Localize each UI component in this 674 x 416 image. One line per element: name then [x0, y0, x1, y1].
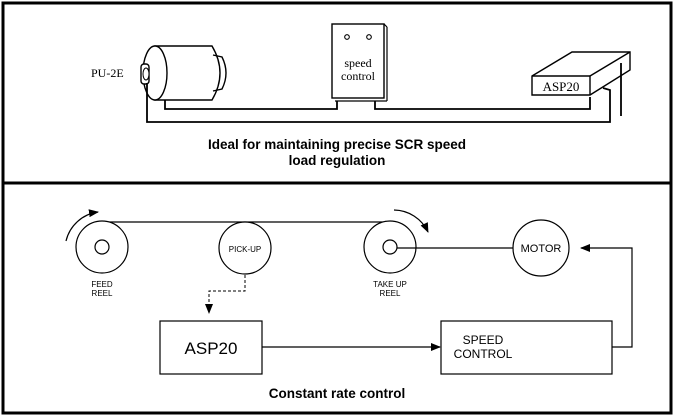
speed-control-box: [331, 23, 385, 99]
top-caption-line-2: load regulation: [289, 153, 386, 168]
feed-reel-rotation-arrow: [65, 209, 99, 242]
knob-icon: [344, 34, 350, 40]
cables: [146, 63, 622, 123]
speed-control-label-2: control: [341, 69, 376, 83]
pickup-device: [140, 45, 227, 101]
take-up-reel-rotation-arrow: [393, 209, 429, 233]
pickup-sensor: [218, 221, 272, 275]
control-to-motor-arrow: [580, 244, 633, 348]
speed-control-label-1: speed: [344, 56, 371, 70]
asp20-label-bottom: ASP20: [185, 339, 238, 358]
asp20-unit: [531, 51, 631, 96]
asp20-box: [159, 320, 263, 375]
asp20-label-top: ASP20: [543, 79, 580, 94]
top-panel: PU-2E speed control ASP20 Ideal for main…: [91, 23, 631, 168]
pickup-signal-line: [205, 275, 246, 314]
speed-control-block-label-1: SPEED: [463, 333, 504, 347]
take-up-reel-label-2: REEL: [380, 289, 401, 298]
feed-reel-label-1: FEED: [91, 280, 113, 289]
feed-reel-label-2: REEL: [92, 289, 113, 298]
speed-control-block-label-2: CONTROL: [454, 347, 513, 361]
pickup-label: PU-2E: [91, 66, 124, 80]
motor-label: MOTOR: [521, 243, 562, 255]
take-up-reel-hub: [382, 239, 398, 255]
speed-control-block: [440, 320, 613, 375]
take-up-reel-label-1: TAKE UP: [373, 280, 407, 289]
pickup-sensor-label: PICK-UP: [229, 245, 261, 254]
bottom-caption: Constant rate control: [269, 386, 406, 401]
knob-icon: [366, 34, 372, 40]
top-caption-line-1: Ideal for maintaining precise SCR speed: [208, 137, 466, 152]
feed-reel-hub: [94, 239, 110, 255]
bottom-panel: FEED REEL PICK-UP TAKE UP REEL MOTOR ASP…: [65, 209, 633, 401]
